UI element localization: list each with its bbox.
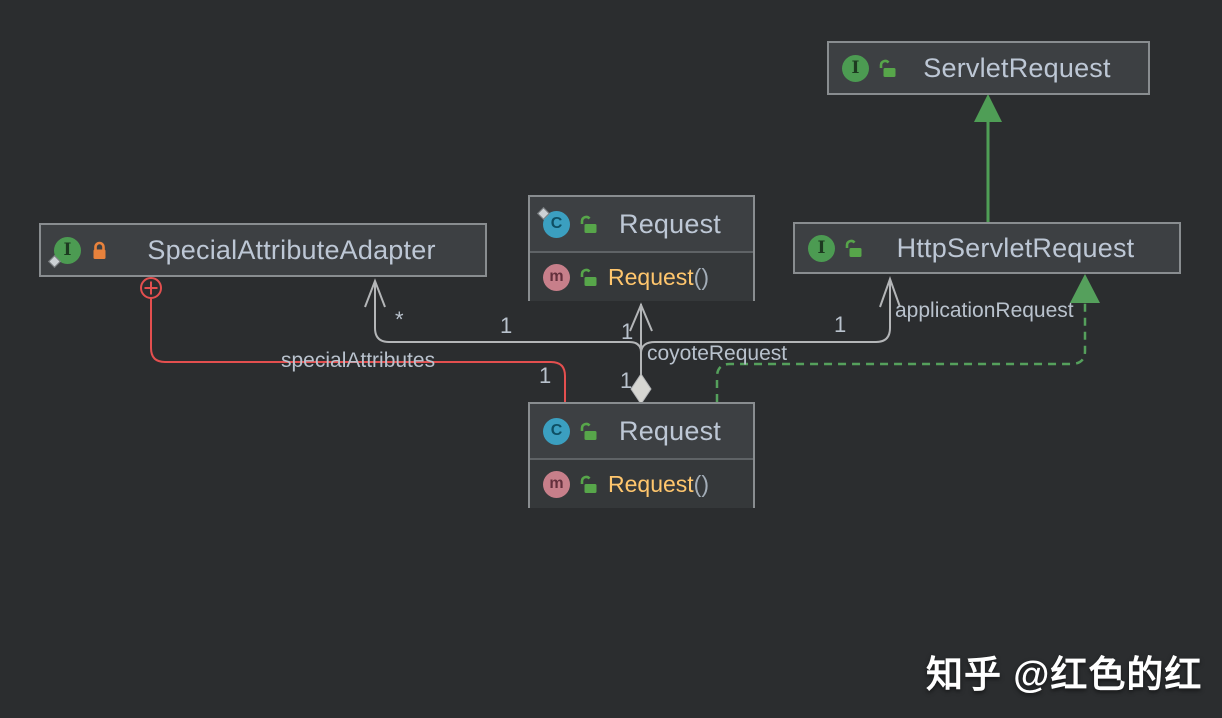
- realization-arrowhead-icon: [1070, 274, 1100, 303]
- node-title: SpecialAttributeAdapter: [147, 234, 436, 265]
- method-name: Request: [608, 470, 694, 497]
- multiplicity-one-left: 1: [500, 313, 513, 338]
- inner-class-plus-glyph: [144, 281, 158, 295]
- aggregation-diamond-icon: [630, 373, 652, 405]
- node-request-top[interactable]: C Request m Request(): [528, 195, 755, 301]
- node-special-attribute-adapter-header: I SpecialAttributeAdapter: [41, 225, 485, 275]
- interface-icon: I: [842, 54, 869, 82]
- interface-icon: I: [808, 234, 835, 262]
- member-label: Request(): [608, 264, 709, 291]
- node-servlet-request[interactable]: I ServletRequest: [827, 41, 1150, 95]
- member-label: Request(): [608, 471, 709, 498]
- edge-label-coyote-request: coyoteRequest: [647, 342, 788, 365]
- node-request-bottom[interactable]: C Request m Request(): [528, 402, 755, 508]
- node-title: HttpServletRequest: [896, 232, 1135, 263]
- multiplicity-one-center-top: 1: [621, 319, 634, 344]
- class-icon: C: [543, 417, 570, 445]
- edge-label-special-attributes: specialAttributes: [281, 349, 436, 372]
- realization-edge[interactable]: [715, 303, 1087, 402]
- node-title: Request: [619, 208, 721, 239]
- method-icon: m: [543, 263, 570, 291]
- interface-icon: I: [48, 236, 81, 268]
- association-edge-special-attributes[interactable]: [374, 281, 642, 353]
- node-title: Request: [619, 415, 721, 446]
- method-parens: (): [693, 470, 709, 497]
- association-edge-application-request[interactable]: [640, 281, 891, 353]
- inner-class-edge[interactable]: [150, 298, 566, 402]
- static-badge-icon: [48, 254, 61, 268]
- method-icon: m: [543, 470, 570, 498]
- association-arrowhead-special-attributes-icon: [364, 278, 386, 308]
- node-http-servlet-request-header: I HttpServletRequest: [795, 224, 1179, 272]
- public-open-lock-icon: [580, 422, 597, 440]
- public-open-lock-icon: [879, 59, 896, 77]
- aggregation-arrowhead-coyote-request-icon: [629, 302, 653, 332]
- multiplicity-one-red-curve: 1: [539, 363, 552, 388]
- public-open-lock-icon: [580, 268, 597, 286]
- member-row-constructor[interactable]: m Request(): [530, 251, 753, 301]
- node-request-bottom-header[interactable]: C Request: [530, 404, 753, 458]
- association-arrowhead-application-request-icon: [879, 276, 901, 308]
- node-request-top-header[interactable]: C Request: [530, 197, 753, 251]
- node-special-attribute-adapter[interactable]: I SpecialAttributeAdapter: [39, 223, 487, 277]
- generalization-arrowhead-icon: [974, 94, 1002, 122]
- node-title: ServletRequest: [923, 52, 1111, 83]
- multiplicity-star: *: [395, 307, 404, 332]
- class-icon: C: [537, 206, 570, 238]
- node-servlet-request-header: I ServletRequest: [829, 43, 1148, 93]
- member-row-constructor[interactable]: m Request(): [530, 458, 753, 508]
- method-name: Request: [608, 263, 694, 290]
- public-open-lock-icon: [845, 239, 862, 257]
- static-badge-icon: [537, 206, 550, 220]
- node-http-servlet-request[interactable]: I HttpServletRequest: [793, 222, 1181, 274]
- edge-label-application-request: applicationRequest: [895, 299, 1074, 322]
- method-parens: (): [693, 263, 709, 290]
- multiplicity-one-right: 1: [834, 312, 847, 337]
- multiplicity-one-center-bottom: 1: [620, 368, 633, 393]
- zhihu-watermark: 知乎 @红色的红: [926, 654, 1203, 695]
- private-lock-icon: [93, 241, 106, 259]
- public-open-lock-icon: [580, 475, 597, 493]
- public-open-lock-icon: [580, 215, 597, 233]
